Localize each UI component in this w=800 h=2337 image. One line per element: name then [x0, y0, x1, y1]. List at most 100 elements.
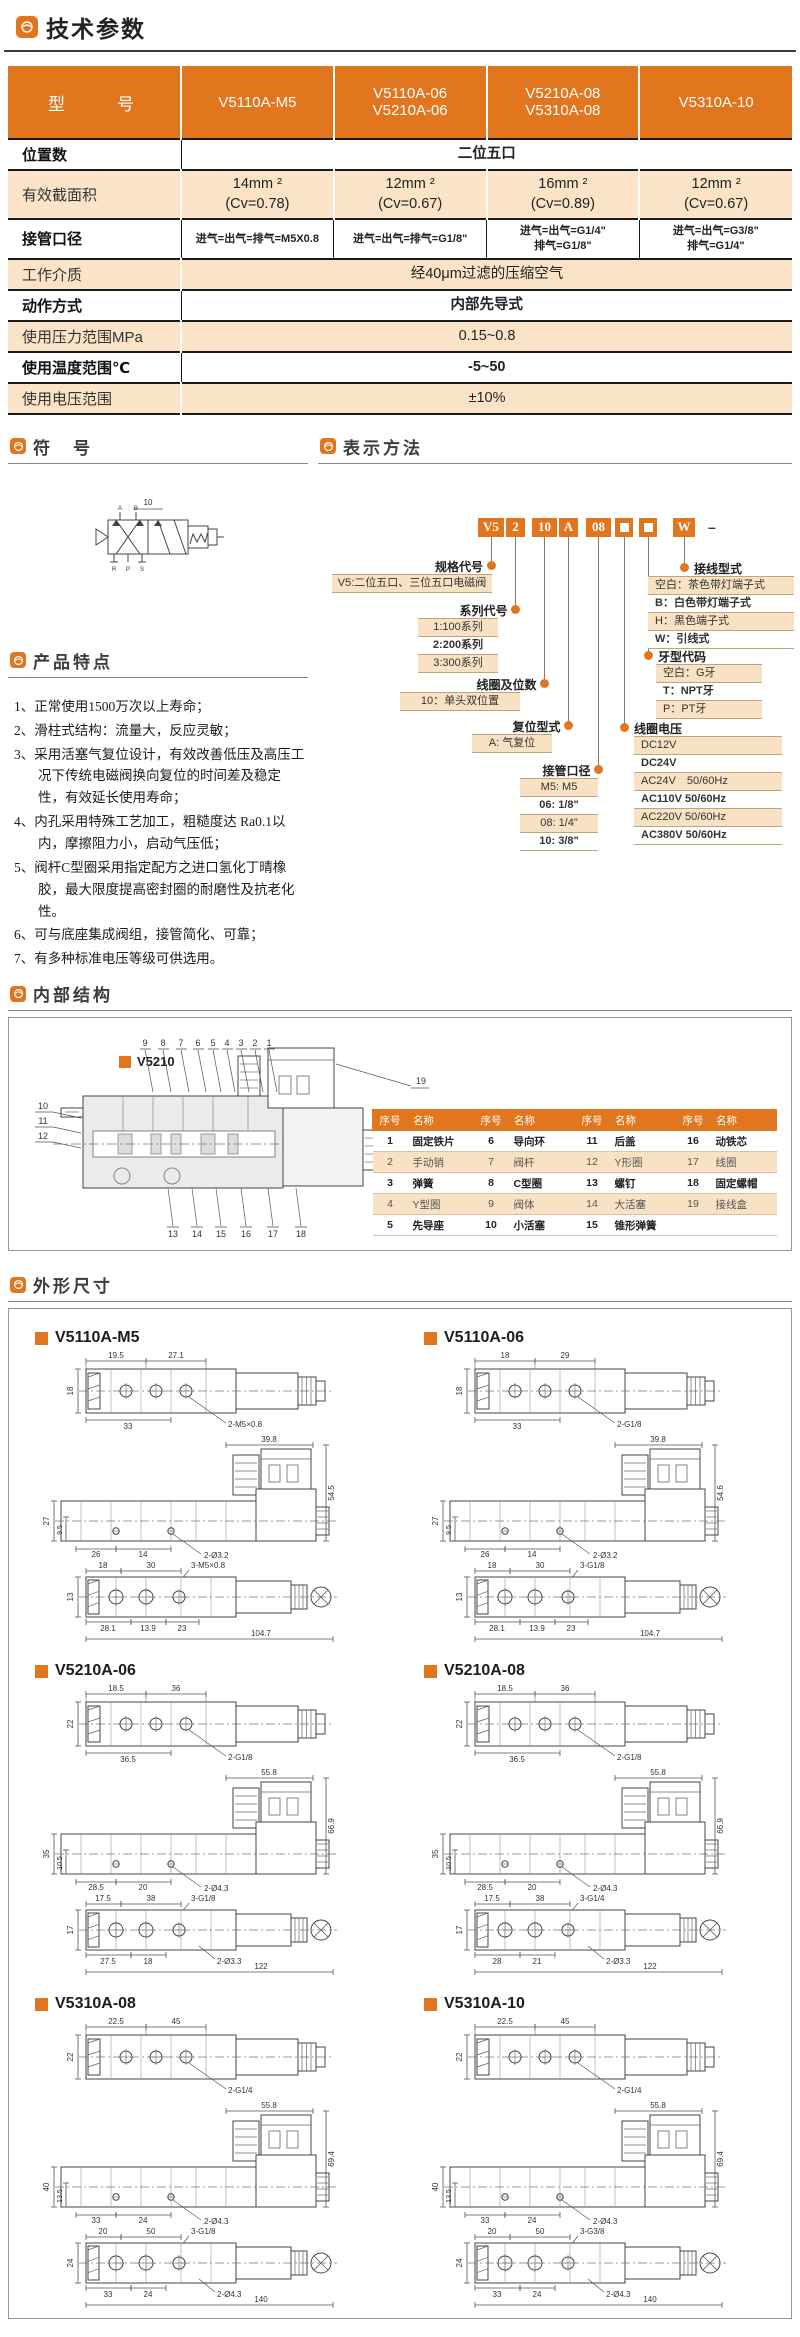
code-box: 10 [532, 517, 557, 537]
svg-text:27.1: 27.1 [168, 1351, 184, 1360]
svg-text:33: 33 [92, 2216, 101, 2225]
svg-text:66.9: 66.9 [327, 1818, 336, 1834]
spec-value-cell: 进气=出气=排气=G1/8" [333, 219, 487, 259]
spec-value-line: 进气=出气=排气=M5X0.8 [195, 232, 319, 245]
svg-text:30: 30 [147, 1561, 156, 1570]
parts-cell: 后盖 [609, 1130, 676, 1153]
svg-text:33: 33 [493, 2290, 502, 2299]
parts-cell: 螺钉 [609, 1172, 676, 1195]
svg-text:P: P [126, 567, 130, 573]
dimensions-section-heading: 外形尺寸 [8, 1269, 792, 1303]
internal-section-heading: 内部结构 [8, 978, 792, 1012]
spec-value-cell: 经40μm过滤的压缩空气 [180, 258, 792, 290]
callout-option: T：NPT牙 [656, 682, 762, 701]
callout-dot [486, 561, 496, 571]
svg-text:3-M5×0.8: 3-M5×0.8 [191, 1561, 226, 1570]
parts-cell: Y型圈 [407, 1193, 474, 1216]
svg-text:R: R [112, 567, 117, 573]
svg-text:B: B [134, 506, 138, 512]
svg-text:14: 14 [192, 1229, 202, 1239]
callout-option: W：引线式 [648, 630, 794, 649]
parts-cell: 5 [372, 1214, 408, 1237]
parts-cell [710, 1214, 777, 1237]
spec-value-line: 排气=G1/8" [534, 239, 592, 252]
callout-dot [619, 723, 629, 733]
code-box: V5 [478, 517, 504, 537]
parts-cell: 线圈 [710, 1151, 777, 1174]
spec-row: 位置数二位五口 [8, 139, 792, 170]
svg-text:24: 24 [455, 2258, 464, 2267]
spec-value-line: 0.15~0.8 [458, 327, 516, 344]
svg-text:20: 20 [488, 2227, 497, 2236]
dimension-panel-title: V5110A-06 [424, 1329, 785, 1347]
svg-text:2-Ø4.3: 2-Ø4.3 [217, 2290, 242, 2299]
svg-text:20: 20 [528, 1883, 537, 1892]
svg-text:28.5: 28.5 [477, 1883, 493, 1892]
svg-text:22.5: 22.5 [497, 2017, 513, 2026]
spec-value-cell: 内部先导式 [180, 289, 792, 321]
callout-option: 3:300系列 [418, 654, 498, 673]
svg-text:2-Ø4.3: 2-Ø4.3 [204, 2217, 229, 2226]
svg-text:18: 18 [296, 1229, 306, 1239]
svg-text:2-G1/8: 2-G1/8 [617, 1753, 642, 1762]
svg-text:2-Ø3.3: 2-Ø3.3 [606, 1957, 631, 1966]
parts-cell: 18 [675, 1172, 711, 1195]
dimension-panel-title: V5110A-M5 [35, 1329, 396, 1347]
svg-text:26: 26 [92, 1550, 101, 1559]
spec-value-line: 内部先导式 [450, 296, 524, 313]
spec-value-cell: 进气=出气=G3/8"排气=G1/4" [638, 219, 792, 259]
callout-option: AC24V 50/60Hz [634, 772, 782, 791]
spec-value-line: 14mm ² [232, 176, 282, 192]
callout-option: AC380V 50/60Hz [634, 826, 782, 845]
callout-title: 线圈及位数 [476, 677, 537, 692]
svg-text:2-Ø4.3: 2-Ø4.3 [593, 1884, 618, 1893]
spec-value-line: -5~50 [468, 358, 506, 375]
svg-text:1: 1 [266, 1038, 271, 1048]
parts-cell: 弹簧 [407, 1172, 474, 1195]
feature-item: 7、有多种标准电压等级可供选用。 [14, 951, 224, 967]
svg-text:18: 18 [488, 1561, 497, 1570]
orange-square-icon [424, 1664, 437, 1678]
symbol-section-title: 符 号 [33, 438, 93, 458]
svg-text:28: 28 [493, 1957, 502, 1966]
svg-text:104.7: 104.7 [251, 1629, 272, 1638]
svg-text:3-G1/8: 3-G1/8 [191, 2227, 216, 2236]
code-connector-line [515, 536, 516, 606]
internal-section-title: 内部结构 [33, 986, 113, 1006]
svg-text:19.5: 19.5 [108, 1351, 124, 1360]
callout-option: 2:200系列 [418, 636, 498, 655]
svg-text:38: 38 [147, 1894, 156, 1903]
parts-col-header: 序号 [675, 1109, 711, 1132]
spec-value-line: 排气=G1/4" [687, 239, 745, 252]
code-box: W [673, 517, 695, 537]
spec-value-line: (Cv=0.78) [225, 195, 290, 212]
spec-row-label: 工作介质 [22, 266, 83, 284]
parts-cell: 动铁芯 [710, 1130, 777, 1153]
svg-text:21: 21 [533, 1957, 542, 1966]
svg-text:26: 26 [481, 1550, 490, 1559]
callout-option: V5:二位五口、三位五口电磁阀 [332, 574, 492, 593]
spec-row: 工作介质 经40μm过滤的压缩空气 [8, 258, 792, 290]
parts-cell: 导向环 [508, 1130, 575, 1153]
spec-value-line: 进气=出气=G1/4" [519, 225, 606, 238]
svg-text:2-Ø4.3: 2-Ø4.3 [606, 2290, 631, 2299]
dimension-panel-name: V5110A-M5 [55, 1329, 140, 1347]
model-name: V5310A-10 [678, 93, 754, 111]
svg-text:5: 5 [210, 1038, 215, 1048]
code-connector-line [490, 536, 492, 562]
callout-option: AC220V 50/60Hz [634, 808, 782, 827]
svg-text:13: 13 [168, 1229, 178, 1239]
svg-text:18: 18 [501, 1351, 510, 1360]
parts-cell: 11 [574, 1130, 610, 1153]
svg-text:55.8: 55.8 [261, 1768, 277, 1777]
svg-text:24: 24 [144, 2290, 153, 2299]
